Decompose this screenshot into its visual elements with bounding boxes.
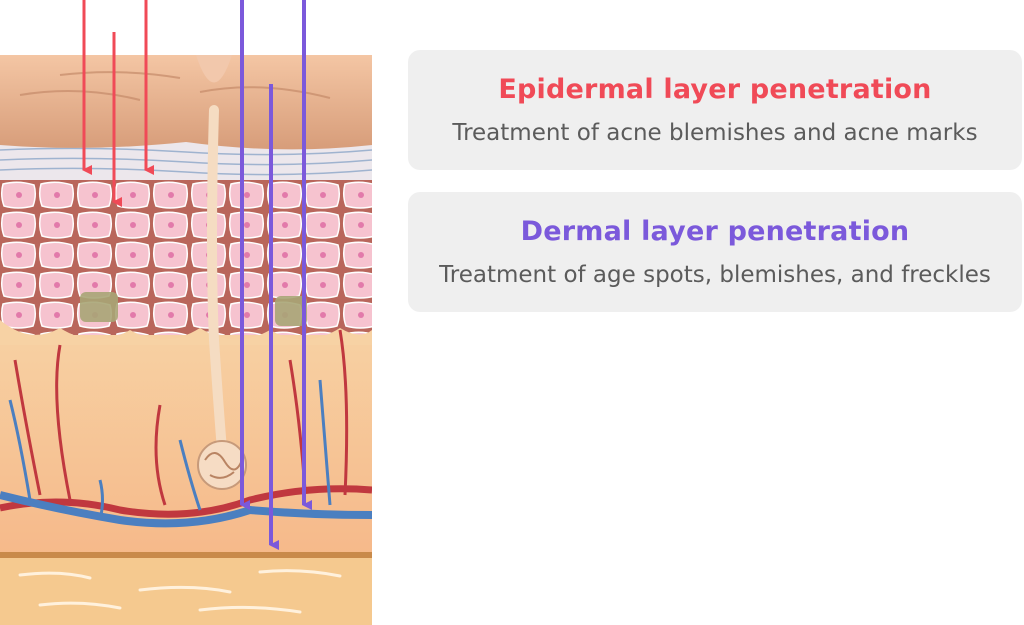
skin-surface xyxy=(0,55,372,150)
hair-shaft xyxy=(207,105,227,455)
capillary xyxy=(8,379,332,521)
hypodermis-border xyxy=(0,552,372,558)
pigment-spot xyxy=(80,292,118,322)
epidermal-card-subtitle: Treatment of acne blemishes and acne mar… xyxy=(452,120,978,146)
sweat-gland xyxy=(197,440,247,490)
epidermal-card-title: Epidermal layer penetration xyxy=(498,74,932,105)
cell-layer-bottom-edge xyxy=(0,320,372,345)
fat-streak xyxy=(18,569,342,614)
hypodermis-layer xyxy=(0,555,372,625)
skin-surface-folds xyxy=(19,71,331,101)
vein xyxy=(0,491,372,528)
skin-cross-section-icon xyxy=(0,0,372,625)
pore-opening xyxy=(196,55,232,83)
dermal-card-subtitle: Treatment of age spots, blemishes, and f… xyxy=(439,262,991,288)
epidermal-info-card: Epidermal layer penetration Treatment of… xyxy=(408,50,1022,170)
dermal-info-card: Dermal layer penetration Treatment of ag… xyxy=(408,192,1022,312)
cell-layer xyxy=(0,175,372,335)
stratum-lines xyxy=(0,147,372,176)
artery xyxy=(0,485,372,518)
sweat-gland-coil xyxy=(204,452,243,479)
pigment-spot xyxy=(275,296,307,326)
dermal-card-title: Dermal layer penetration xyxy=(520,216,910,247)
capillary xyxy=(13,329,349,506)
